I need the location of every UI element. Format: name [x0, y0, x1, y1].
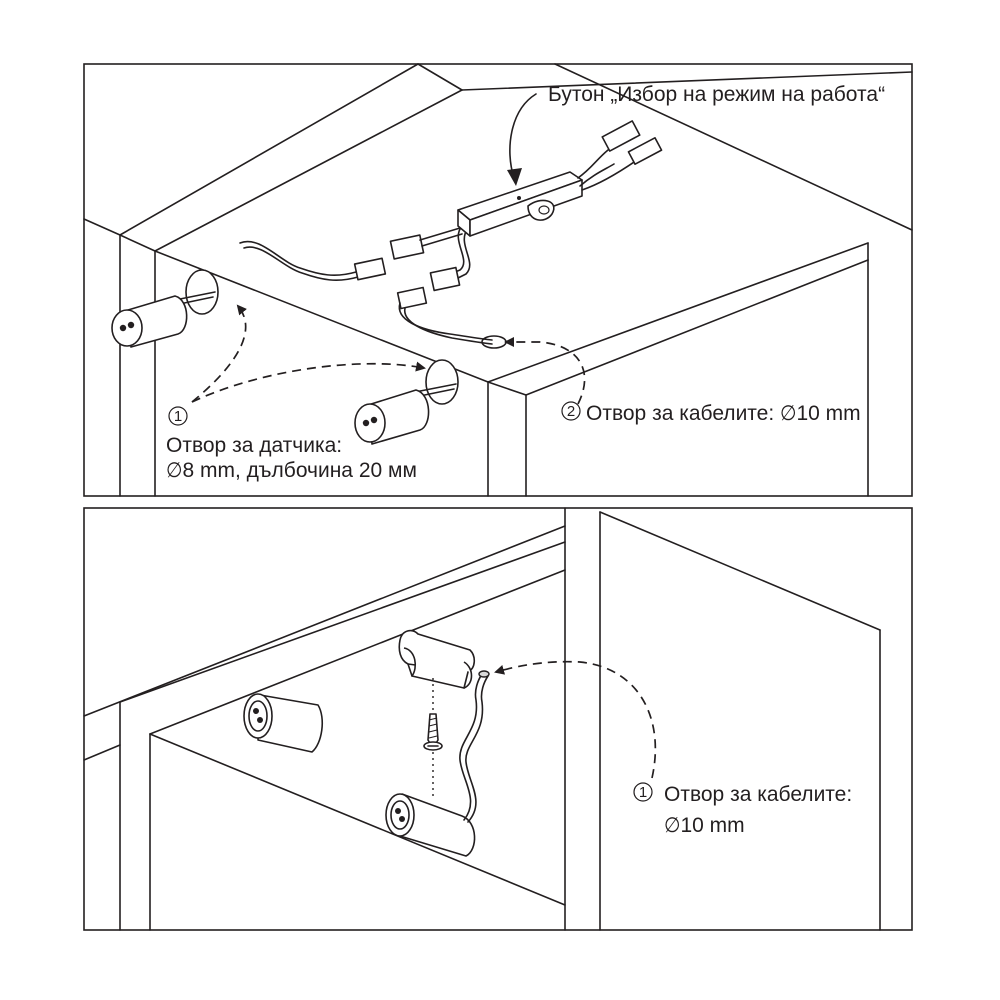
cabinet-underside — [83, 507, 881, 931]
sensor-hole-label-line1: Отвор за датчика: — [166, 434, 342, 457]
leader-sensor-1 — [191, 304, 247, 403]
cable-hole-bottom-line1: Отвор за кабелите: — [664, 783, 852, 806]
leader-sensor-2 — [191, 361, 426, 403]
bottom-panel-frame — [83, 507, 913, 931]
connector-mid — [429, 266, 461, 292]
cable-hole — [481, 335, 507, 349]
connector-output-1 — [601, 120, 641, 152]
mounted-sensor — [243, 693, 324, 753]
top-panel-frame — [83, 63, 913, 497]
marker-1: 1 — [174, 408, 182, 425]
marker-2: 2 — [567, 403, 575, 420]
button-arrow — [509, 93, 537, 179]
sensor-hole-1 — [111, 269, 219, 348]
connector-lower — [396, 286, 428, 310]
connector-left — [353, 257, 387, 281]
cable-hole-bottom-line2: ∅10 mm — [664, 814, 745, 837]
cabinet-top — [83, 63, 913, 497]
connector-output-2 — [627, 136, 663, 166]
marker-2-circle — [561, 401, 581, 421]
connector-pair — [389, 234, 425, 260]
top-panel: Бутон „Избор на режим на работа“ 1 Отвор… — [83, 63, 913, 497]
cable-hole-label: Отвор за кабелите: ∅10 mm — [586, 402, 861, 425]
button-label: Бутон „Избор на режим на работа“ — [548, 83, 885, 106]
sensor-hole-2 — [354, 359, 459, 445]
marker-1-bottom-circle — [633, 782, 653, 802]
marker-1-bottom: 1 — [639, 784, 647, 801]
leader-cable-hole — [504, 337, 586, 405]
sensor-hole-label-line2: ∅8 mm, дълбочина 20 мм — [166, 459, 417, 482]
marker-1-circle — [168, 406, 188, 426]
loose-sensor — [385, 670, 490, 857]
wiring — [239, 120, 663, 345]
screw-icon — [423, 678, 443, 800]
mounting-clip — [398, 629, 476, 689]
bottom-panel: 1 Отвор за кабелите: ∅10 mm — [83, 507, 913, 931]
